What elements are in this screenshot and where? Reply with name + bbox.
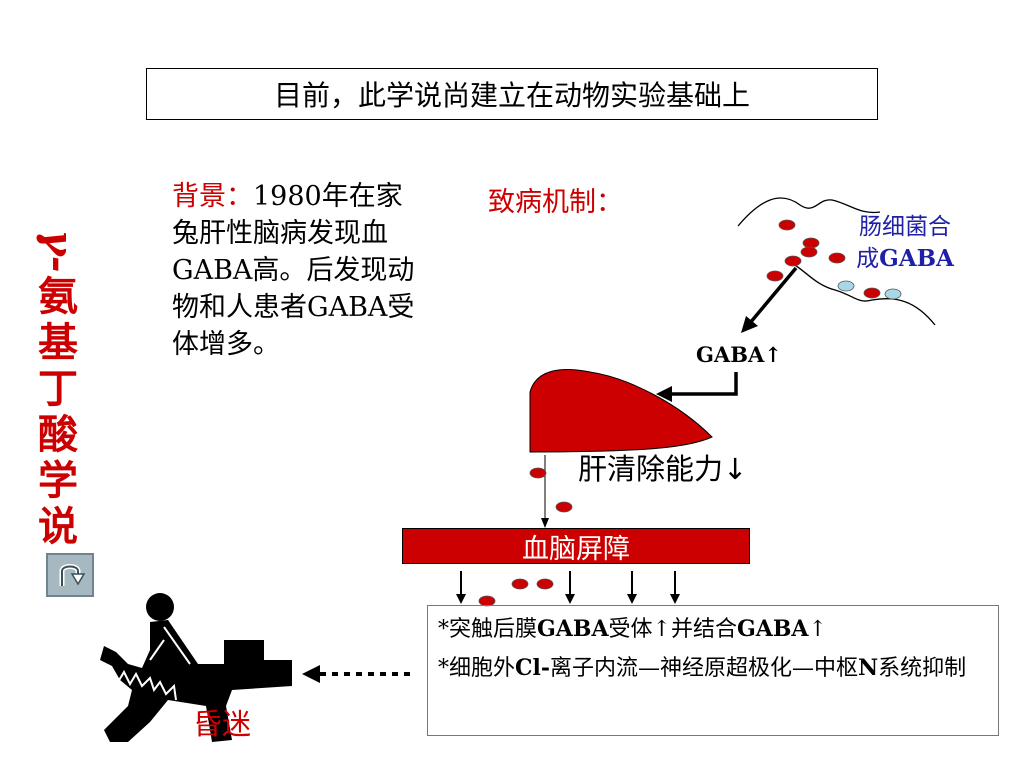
blood-gaba-cells [529,467,573,513]
gut-to-gaba-arrow [741,266,798,333]
effects-to-coma-arrow [302,665,410,683]
background-body: 1980年在家兔肝性脑病发现血GABA高。后发现动物和人患者GABA受体增多。 [172,181,415,360]
liver-to-bbb-arrow [541,455,549,528]
back-button[interactable] [46,553,94,597]
gaba-increase-label: GABA↑ [696,342,782,367]
bacteria-label: 肠细菌合 成GABA [845,212,965,275]
side-title-greek: γ- [35,229,82,273]
effect-item-1: *突触后膜GABA受体↑并结合GABA↑ [438,616,827,642]
liver-clearance-label: 肝清除能力↓ [578,452,748,486]
gut-gaba-cells [766,219,902,300]
effect-item-2: *细胞外Cl-离子内流—神经原超极化—中枢N系统抑制 [438,655,967,681]
liver-shape [529,369,713,453]
side-title: γ- 氨基丁酸学说 [30,228,86,550]
bbb-crossing-arrows [456,571,680,604]
intestine-wall-lower [789,261,936,326]
blood-brain-barrier: 血脑屏障 [402,528,750,565]
coma-label: 昏迷 [193,707,252,741]
bacteria-label-line1: 肠细菌合 [859,214,951,240]
bbb-label: 血脑屏障 [522,533,630,565]
intestine-wall-upper [737,197,881,227]
gaba-to-liver-arrow [656,372,738,402]
background-paragraph: 背景：1980年在家兔肝性脑病发现血GABA高。后发现动物和人患者GABA受体增… [172,178,422,363]
coma-person-icon [100,593,292,742]
top-banner: 目前，此学说尚建立在动物实验基础上 [146,68,878,120]
effects-box: *突触后膜GABA受体↑并结合GABA↑ *细胞外Cl-离子内流—神经原超极化—… [427,605,999,736]
bacteria-label-line2: 成GABA [856,245,954,272]
return-arrow-icon [59,564,86,586]
background-label: 背景： [172,181,253,212]
brain-gaba-cells [478,578,554,607]
side-title-text: 氨基丁酸学说 [38,273,78,550]
mechanism-label: 致病机制： [488,187,623,218]
